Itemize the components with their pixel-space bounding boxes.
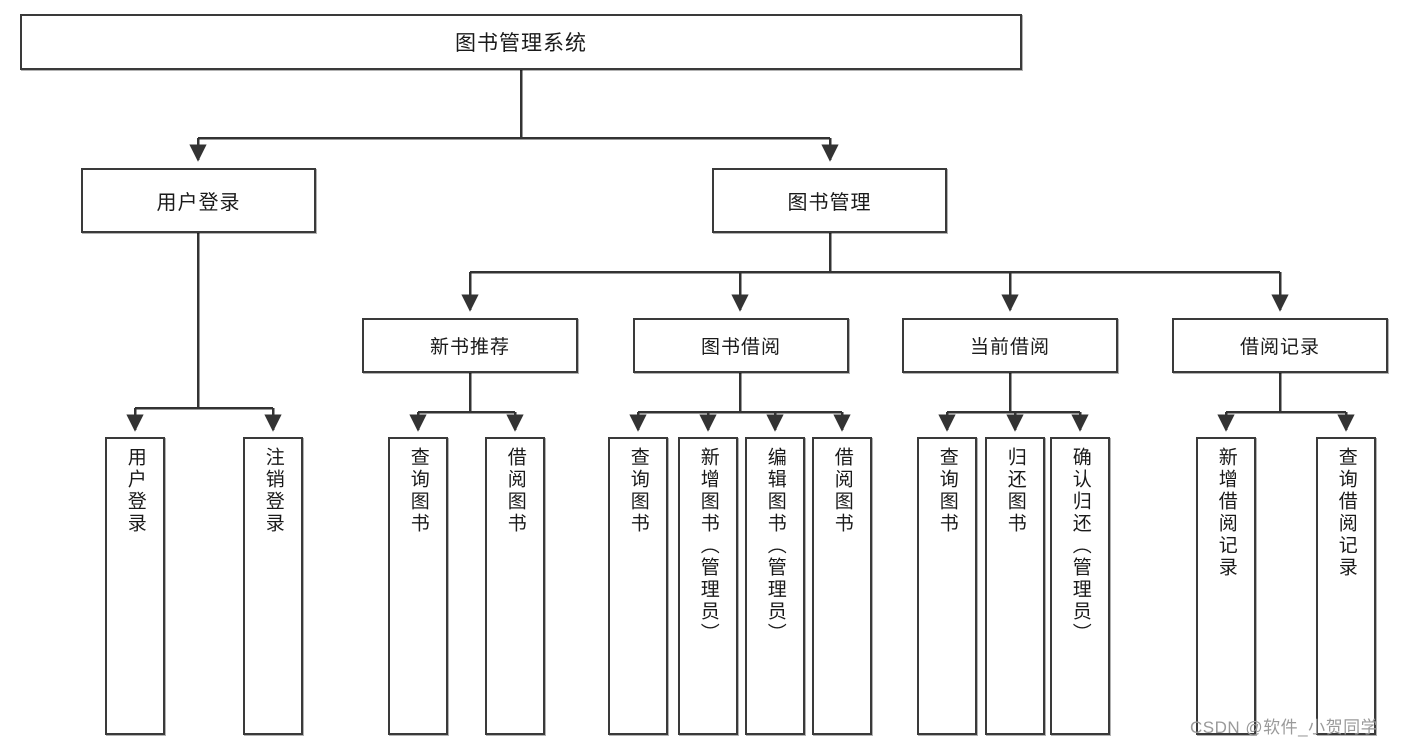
node-leaf-query-book-3-label: 查询图书 — [936, 447, 958, 535]
node-leaf-edit-book-label: 编辑图书（管理员） — [764, 447, 786, 645]
node-book-manage-label: 图书管理 — [787, 192, 872, 214]
node-leaf-add-book-label: 新增图书（管理员） — [697, 447, 719, 645]
node-leaf-borrow-book-1[interactable]: 借阅图书 — [485, 437, 545, 735]
node-leaf-query-book-1[interactable]: 查询图书 — [388, 437, 448, 735]
node-root-label: 图书管理系统 — [455, 32, 587, 55]
node-leaf-add-book[interactable]: 新增图书（管理员） — [678, 437, 738, 735]
node-current-borrow[interactable]: 当前借阅 — [902, 318, 1118, 373]
node-leaf-query-book-1-label: 查询图书 — [407, 447, 429, 535]
node-leaf-add-record[interactable]: 新增借阅记录 — [1196, 437, 1256, 735]
node-leaf-query-book-2-label: 查询图书 — [627, 447, 649, 535]
node-book-manage[interactable]: 图书管理 — [712, 168, 947, 233]
node-leaf-user-login-label: 用户登录 — [124, 447, 146, 535]
node-new-book-recommend[interactable]: 新书推荐 — [362, 318, 578, 373]
node-borrow-record-label: 借阅记录 — [1239, 337, 1320, 358]
watermark: CSDN @软件_小贺同学 — [1190, 718, 1379, 737]
node-book-borrow[interactable]: 图书借阅 — [633, 318, 849, 373]
node-leaf-confirm-return-label: 确认归还（管理员） — [1069, 447, 1091, 645]
node-new-book-recommend-label: 新书推荐 — [429, 337, 510, 358]
node-leaf-query-book-2[interactable]: 查询图书 — [608, 437, 668, 735]
node-root[interactable]: 图书管理系统 — [20, 14, 1022, 70]
node-leaf-return-book[interactable]: 归还图书 — [985, 437, 1045, 735]
node-leaf-query-book-3[interactable]: 查询图书 — [917, 437, 977, 735]
node-leaf-query-record-label: 查询借阅记录 — [1335, 447, 1357, 579]
node-leaf-user-logout[interactable]: 注销登录 — [243, 437, 303, 735]
node-user-login-label: 用户登录 — [156, 192, 241, 214]
node-leaf-return-book-label: 归还图书 — [1004, 447, 1026, 535]
node-user-login[interactable]: 用户登录 — [81, 168, 316, 233]
node-leaf-borrow-book-1-label: 借阅图书 — [504, 447, 526, 535]
node-leaf-edit-book[interactable]: 编辑图书（管理员） — [745, 437, 805, 735]
node-book-borrow-label: 图书借阅 — [700, 337, 781, 358]
node-borrow-record[interactable]: 借阅记录 — [1172, 318, 1388, 373]
node-leaf-user-login[interactable]: 用户登录 — [105, 437, 165, 735]
node-leaf-borrow-book-2-label: 借阅图书 — [831, 447, 853, 535]
node-leaf-user-logout-label: 注销登录 — [262, 447, 284, 535]
node-leaf-add-record-label: 新增借阅记录 — [1215, 447, 1237, 579]
node-current-borrow-label: 当前借阅 — [969, 337, 1050, 358]
node-leaf-borrow-book-2[interactable]: 借阅图书 — [812, 437, 872, 735]
node-leaf-confirm-return[interactable]: 确认归还（管理员） — [1050, 437, 1110, 735]
node-leaf-query-record[interactable]: 查询借阅记录 — [1316, 437, 1376, 735]
